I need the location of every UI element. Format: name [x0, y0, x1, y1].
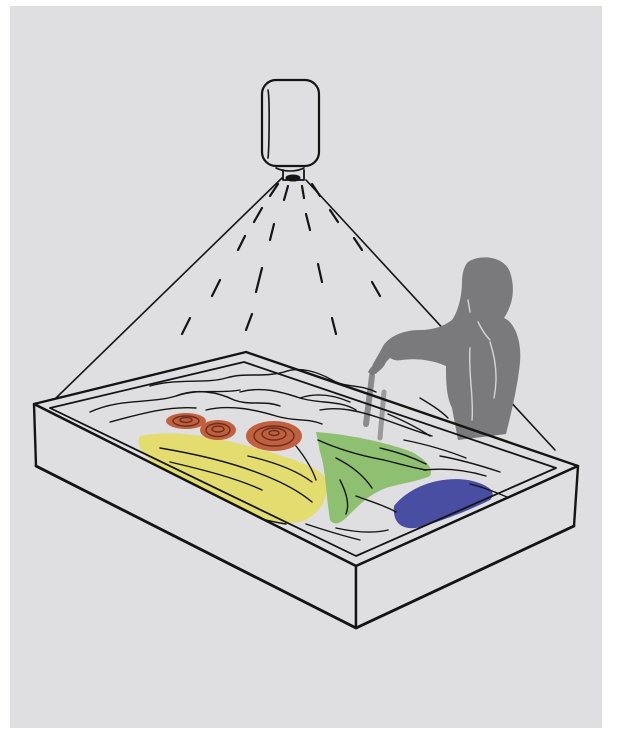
person-hand	[368, 361, 386, 376]
projection-rays	[182, 184, 380, 334]
person-figure	[366, 257, 520, 440]
projector-icon	[262, 80, 319, 181]
